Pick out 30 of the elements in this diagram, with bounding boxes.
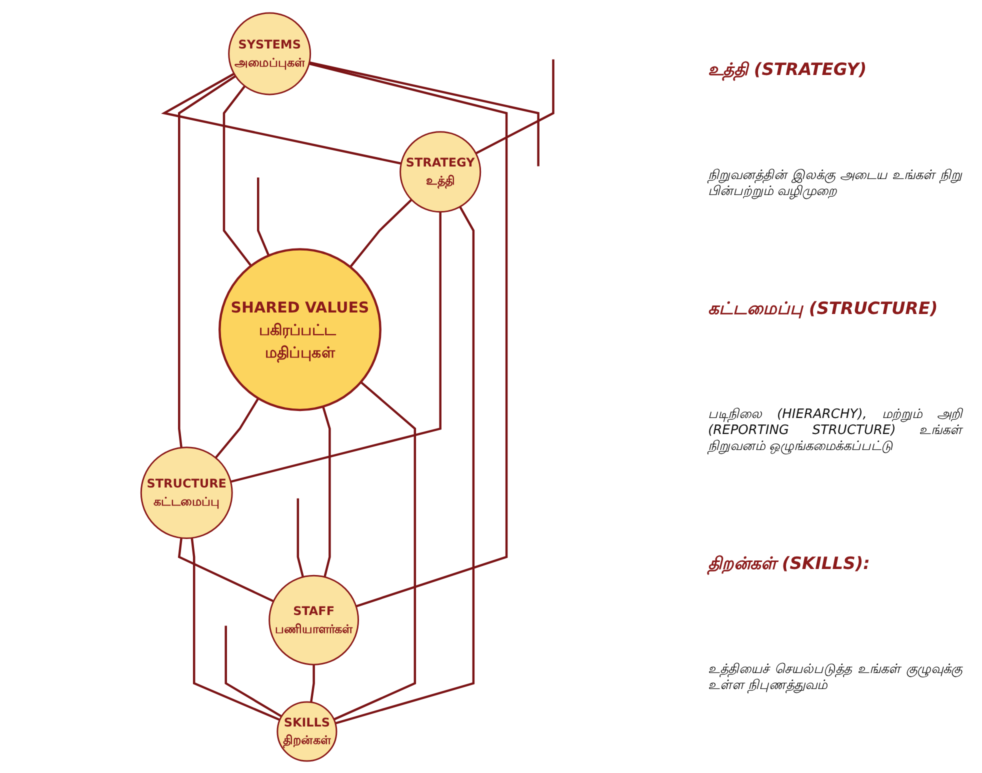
section-heading: திறன்கள் (SKILLS): xyxy=(708,554,871,574)
connector xyxy=(310,664,315,702)
connector xyxy=(333,380,416,720)
connector xyxy=(178,537,274,602)
connector xyxy=(296,498,304,577)
connector xyxy=(335,206,475,724)
connector xyxy=(475,58,554,154)
connector xyxy=(309,60,540,166)
node-circle: STAFF பணியாளர்கள் xyxy=(268,574,360,665)
node-circle: SKILLS திறன்கள் xyxy=(276,700,338,762)
node-circle: STRUCTURE கட்டமைப்பு xyxy=(140,446,233,539)
node-circle: STRATEGY உத்தி xyxy=(400,130,482,212)
connector xyxy=(224,625,282,717)
connector xyxy=(178,74,236,448)
node-circle: SHARED VALUES பகிரப்பட்ட மதிப்புகள் xyxy=(218,248,382,411)
connector xyxy=(190,537,280,720)
description-text: நிறுவனத்தின் இலக்கு அடைய உங்கள் நிறு பின்பற்றும் வழிமுறை xyxy=(708,168,962,200)
connector xyxy=(230,211,442,482)
connector xyxy=(214,397,260,458)
connector xyxy=(308,62,508,607)
connector xyxy=(161,72,402,164)
section-heading: உத்தி (STRATEGY) xyxy=(708,60,868,80)
connector xyxy=(257,176,270,256)
connector xyxy=(222,84,252,266)
description-text: உத்தியைச் செயல்படுத்த உங்கள் குழுவுக்கு உள்ள நிபுணத்துவம் xyxy=(708,662,962,694)
section-heading: கட்டமைப்பு (STRUCTURE) xyxy=(708,298,939,320)
description-text: படிநிலை (HIERARCHY), மற்றும் அறி (REPORTING STRUCTURE) உங்கள் நிறுவனம் ஒழுங்கமைக்கப்பட்டு xyxy=(708,406,962,454)
node-circle: SYSTEMS அமைப்புகள் xyxy=(228,12,312,95)
connector xyxy=(322,406,331,577)
connector xyxy=(349,198,412,268)
